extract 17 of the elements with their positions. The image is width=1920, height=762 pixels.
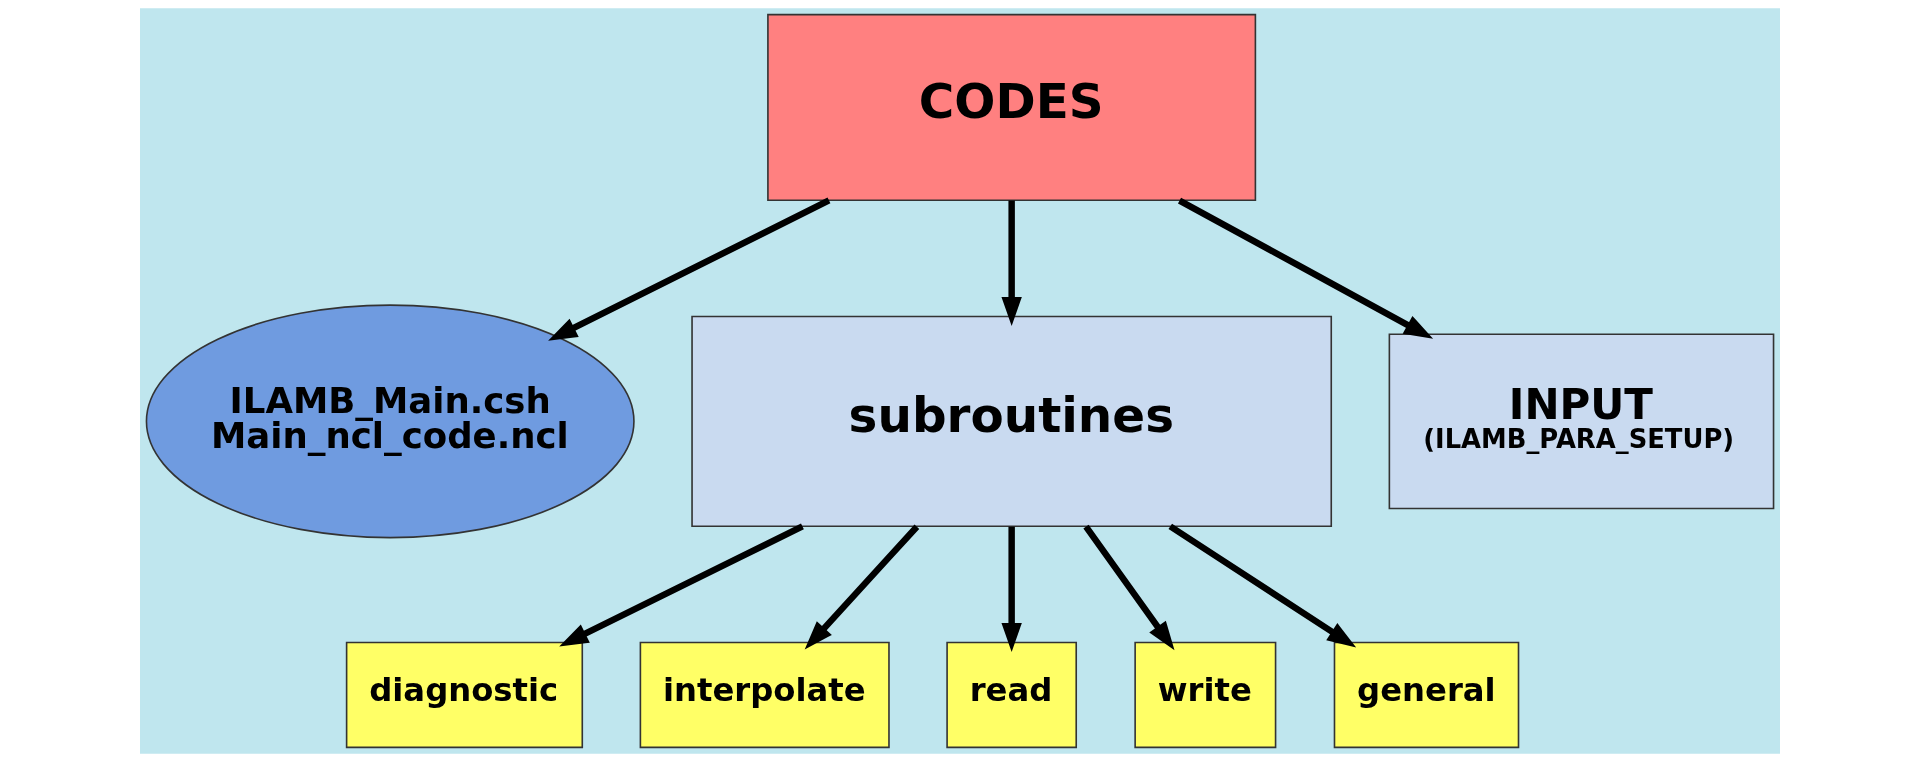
node-ellipse: ILAMB_Main.csh Main_ncl_code.ncl bbox=[145, 304, 635, 539]
arrow bbox=[1178, 197, 1434, 339]
arrow bbox=[804, 524, 920, 650]
arrow bbox=[548, 197, 831, 341]
node-box: interpolate bbox=[639, 641, 890, 749]
node-box: CODES bbox=[767, 13, 1257, 201]
node-box: INPUT (ILAMB_PARA_SETUP) bbox=[1388, 333, 1775, 510]
node-box: read bbox=[946, 641, 1078, 749]
node-box: write bbox=[1134, 641, 1277, 749]
node-box: diagnostic bbox=[345, 641, 584, 749]
node-box: subroutines bbox=[691, 315, 1333, 528]
arrow bbox=[1001, 200, 1022, 327]
node-box: general bbox=[1333, 641, 1520, 749]
arrow bbox=[1001, 526, 1022, 653]
arrow bbox=[1083, 524, 1175, 651]
arrow bbox=[559, 523, 804, 647]
arrow bbox=[1168, 523, 1357, 648]
